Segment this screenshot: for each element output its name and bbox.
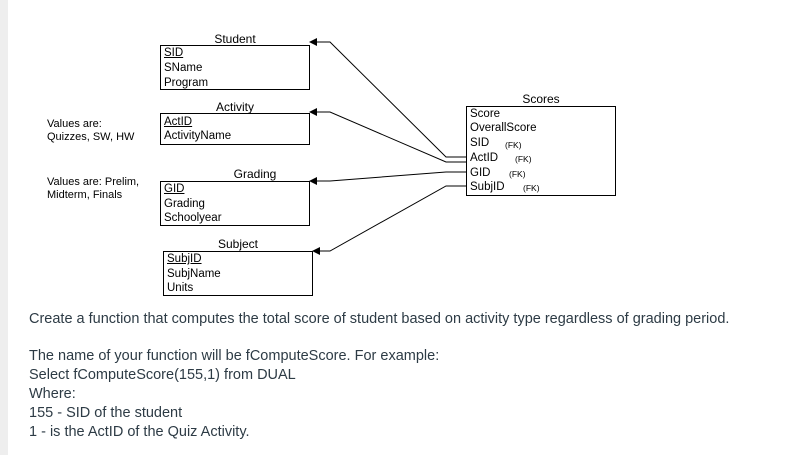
- subject-title: Subject: [217, 237, 259, 251]
- scores-field-subjid: SubjID: [470, 181, 505, 193]
- grading-values-note: Values are: Prelim, Midterm, Finals: [47, 176, 140, 201]
- link-activity-scores: [309, 108, 466, 163]
- activity-title: Activity: [215, 100, 254, 114]
- grading-field-grading: Grading: [164, 198, 205, 210]
- activity-field-actid: ActID: [164, 116, 193, 128]
- scores-field-overallscore: OverallScore: [470, 122, 537, 134]
- grading-title: Grading: [233, 167, 277, 181]
- scores-field-actid: ActID: [470, 152, 499, 164]
- grading-entity: GID Grading Schoolyear: [160, 181, 310, 226]
- student-field-sid: SID: [164, 47, 184, 59]
- example-query: Select fComputeScore(155,1) from DUAL: [29, 367, 296, 383]
- scores-fk-actid: (FK): [515, 154, 532, 164]
- subject-entity: SubjID SubjName Units: [163, 251, 313, 296]
- student-entity: SID SName Program: [160, 45, 310, 90]
- scores-field-gid: GID: [470, 167, 491, 179]
- link-grading-scores: [309, 171, 466, 185]
- param-actid-explanation: 1 - is the ActID of the Quiz Activity.: [29, 424, 250, 440]
- link-student-scores: [309, 38, 466, 158]
- scores-title: Scores: [522, 92, 560, 106]
- function-name-line: The name of your function will be fCompu…: [29, 348, 440, 364]
- subject-field-units: Units: [167, 282, 194, 294]
- activity-values-note: Values are: Quizzes, SW, HW: [47, 118, 135, 143]
- scores-fk-gid: (FK): [509, 169, 526, 179]
- subject-field-subjid: SubjID: [167, 253, 202, 265]
- activity-entity: ActID ActivityName: [160, 113, 310, 145]
- grading-field-schoolyear: Schoolyear: [164, 212, 222, 224]
- scores-field-sid: SID: [470, 137, 490, 149]
- grading-field-gid: GID: [164, 183, 185, 195]
- student-field-sname: SName: [164, 62, 203, 74]
- student-title: Student: [214, 32, 256, 46]
- task-description: Create a function that computes the tota…: [29, 311, 730, 327]
- student-field-program: Program: [164, 77, 209, 89]
- scores-fk-subjid: (FK): [523, 183, 540, 193]
- param-sid-explanation: 155 - SID of the student: [29, 405, 183, 421]
- link-subject-scores: [312, 185, 466, 255]
- left-border-strip: [0, 0, 8, 455]
- scores-field-score: Score: [470, 108, 501, 120]
- subject-field-subjname: SubjName: [167, 268, 221, 280]
- scores-fk-sid: (FK): [505, 140, 522, 150]
- scores-entity: Score OverallScore SID (FK) ActID (FK) G…: [466, 106, 616, 196]
- where-label: Where:: [29, 386, 76, 402]
- activity-field-activityname: ActivityName: [164, 130, 232, 142]
